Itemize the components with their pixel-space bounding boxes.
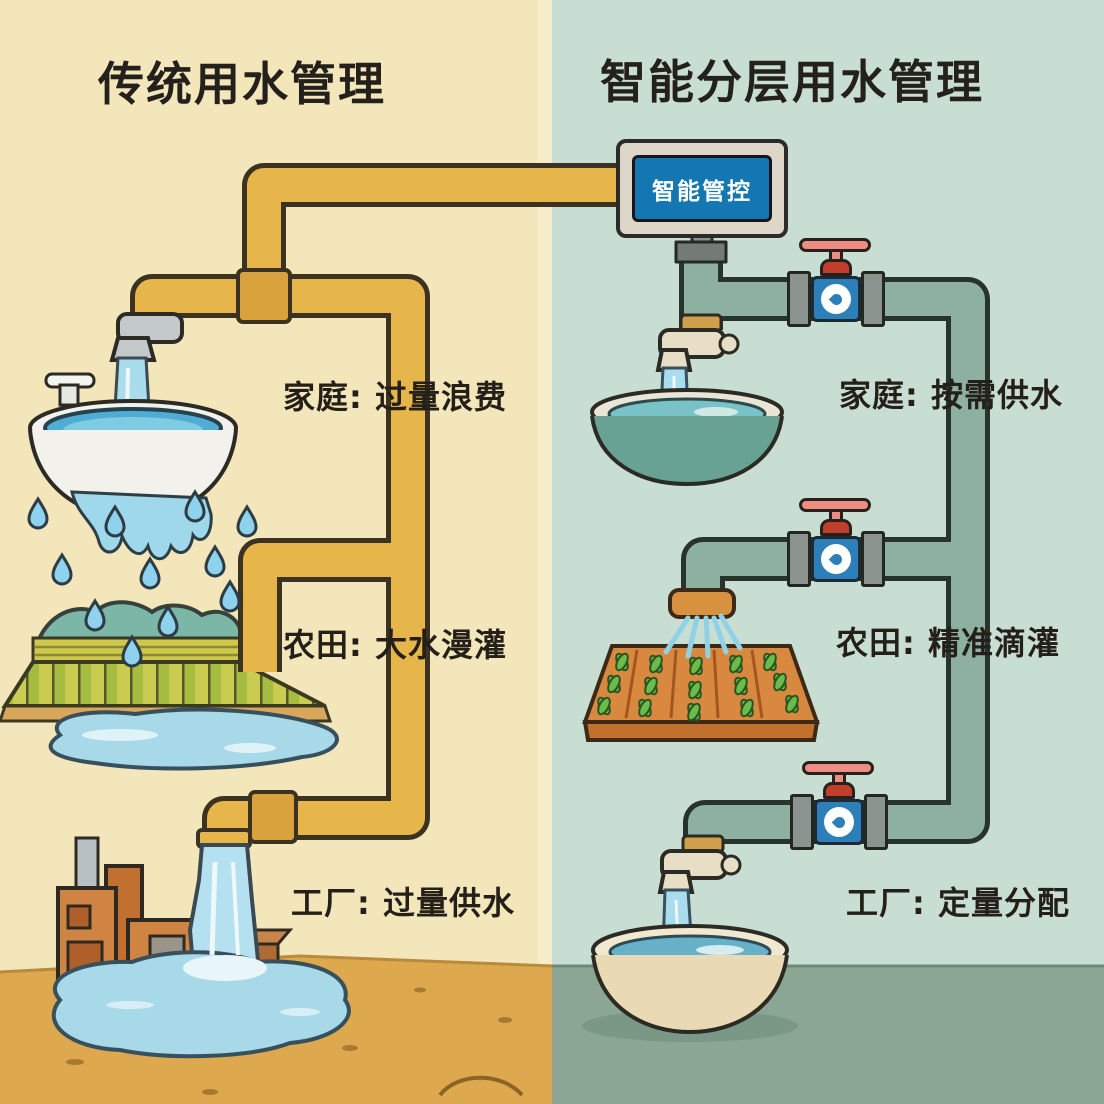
factory-chimney <box>74 836 100 894</box>
spray-streams <box>663 613 743 659</box>
sprinkler-nozzle <box>668 588 736 619</box>
right-row-home-label: 家庭: 按需供水 <box>839 376 1063 414</box>
left-row-home-label: 家庭: 过量浪费 <box>283 378 507 416</box>
sand-dune-line <box>438 1075 524 1097</box>
smart-valve-home <box>787 238 885 328</box>
flooded-field-illustration <box>0 600 339 771</box>
wasteful-sink-illustration <box>27 312 258 668</box>
bowl-body <box>591 954 789 1035</box>
drip-irrigation-field <box>582 644 820 742</box>
smart-valve-farm <box>787 498 885 588</box>
water-drop-icon <box>821 284 851 314</box>
water-drops <box>27 489 258 668</box>
drip-sprinkler <box>663 588 743 659</box>
soil-bed-front <box>582 720 820 742</box>
water-drop-icon <box>824 807 854 837</box>
bowl-body <box>590 415 784 487</box>
ground-puddle <box>51 950 351 1059</box>
left-row-factory-label: 工厂: 过量供水 <box>291 884 515 922</box>
metered-faucet <box>582 834 798 1042</box>
controller-screen: 智能管控 <box>632 155 772 222</box>
panel-divider <box>538 0 552 1104</box>
overflow-gush <box>51 843 351 1059</box>
traditional-pipes <box>130 163 630 849</box>
water-drop-icon <box>821 544 851 574</box>
overflow-water <box>70 490 213 561</box>
left-panel-title: 传统用水管理 <box>98 57 386 111</box>
seedlings <box>597 652 799 722</box>
right-panel-title: 智能分层用水管理 <box>600 55 984 109</box>
right-row-farm-label: 农田: 精准滴灌 <box>836 624 1060 662</box>
pipe-coupling <box>248 790 298 844</box>
controller-screen-label: 智能管控 <box>652 178 752 205</box>
monitor-pipe-connector <box>674 240 728 264</box>
smart-valve-factory <box>790 761 888 851</box>
pipe-coupling <box>236 268 292 324</box>
on-demand-faucet <box>590 313 784 487</box>
left-row-farm-label: 农田: 大水漫灌 <box>283 626 507 664</box>
smart-controller-monitor: 智能管控 <box>616 139 788 238</box>
right-row-factory-label: 工厂: 定量分配 <box>846 884 1070 922</box>
field-flood-puddle <box>48 707 339 771</box>
